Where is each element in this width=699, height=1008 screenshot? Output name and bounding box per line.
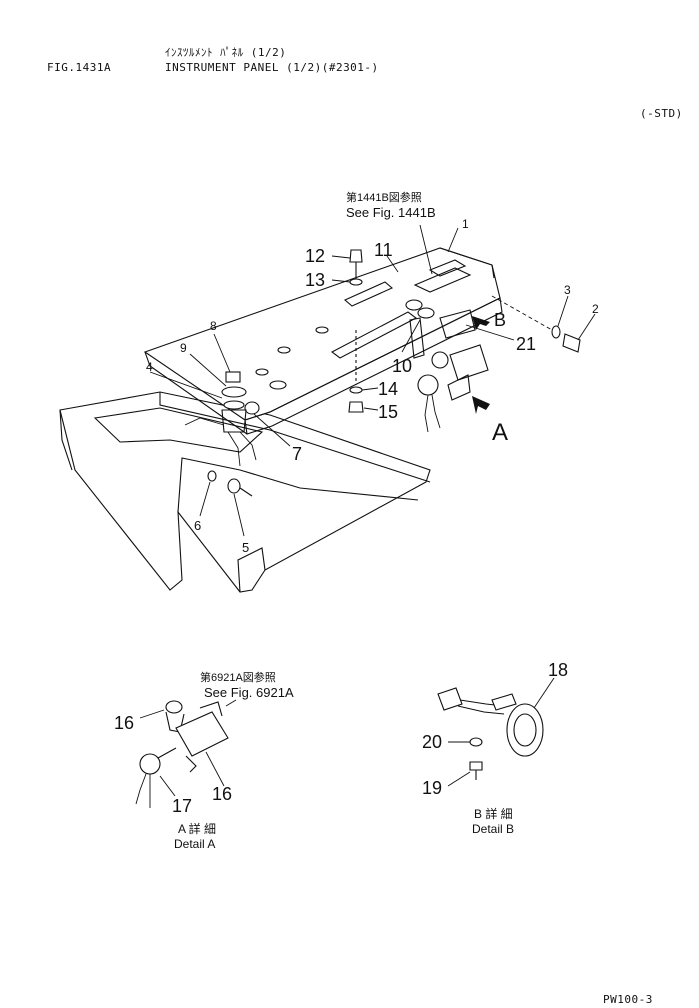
title-japanese: ｲﾝｽﾂﾙﾒﾝﾄ ﾊﾟﾈﾙ (1/2) (165, 46, 287, 59)
callout-21: 21 (516, 334, 536, 354)
detail-a-jp: A 詳 細 (178, 821, 216, 836)
leader-lines (149, 224, 596, 537)
detail-b-jp: B 詳 細 (474, 806, 513, 821)
callout-8: 8 (210, 319, 217, 333)
callout-1: 1 (462, 217, 469, 231)
callout-11: 11 (374, 240, 393, 260)
ref-top-jp: 第1441B図参照 (346, 190, 422, 204)
callout-b-18: 18 (548, 660, 568, 680)
callout-3: 3 (564, 283, 571, 297)
label-b: B (494, 310, 506, 330)
nut-15 (348, 330, 364, 413)
callout-9: 9 (180, 341, 187, 355)
callout-a-16-top: 16 (114, 713, 134, 733)
callout-2: 2 (592, 302, 599, 316)
switch-stack-left (184, 371, 260, 467)
callout-10: 10 (392, 356, 412, 376)
bolt-12 (349, 249, 363, 286)
ref-a-en: See Fig. 6921A (204, 685, 294, 700)
detail-a-drawing (135, 699, 237, 808)
callout-a-17: 17 (172, 796, 192, 816)
screw-5-washer-6 (207, 470, 253, 497)
ref-a-jp: 第6921A図参照 (200, 670, 276, 684)
callout-5: 5 (242, 540, 249, 555)
bolt-2-washer-3 (491, 295, 581, 353)
arrow-a (472, 396, 490, 414)
figure-number: FIG.1431A (47, 61, 112, 74)
detail-a-en: Detail A (174, 837, 215, 851)
callout-13: 13 (305, 270, 325, 290)
label-a: A (492, 419, 508, 446)
callout-15: 15 (378, 402, 398, 422)
console-body (59, 391, 431, 593)
switch-assembly-a (417, 344, 489, 433)
callout-a-16-bottom: 16 (212, 784, 232, 804)
callout-14: 14 (378, 379, 398, 399)
page-code: PW100-3 (603, 993, 653, 1006)
callout-12: 12 (305, 246, 325, 266)
callout-b-19: 19 (422, 778, 442, 798)
std-note: (-STD) (640, 107, 683, 120)
ref-top-en: See Fig. 1441B (346, 205, 436, 220)
detail-b-en: Detail B (472, 822, 514, 836)
callout-7: 7 (292, 444, 302, 464)
detail-b-drawing (437, 677, 555, 787)
callout-b-20: 20 (422, 732, 442, 752)
title-english: INSTRUMENT PANEL (1/2)(#2301-) (165, 61, 379, 74)
knob-10 (405, 299, 435, 319)
arrow-b (472, 316, 490, 330)
callout-4: 4 (146, 360, 153, 374)
callout-6: 6 (194, 518, 201, 533)
